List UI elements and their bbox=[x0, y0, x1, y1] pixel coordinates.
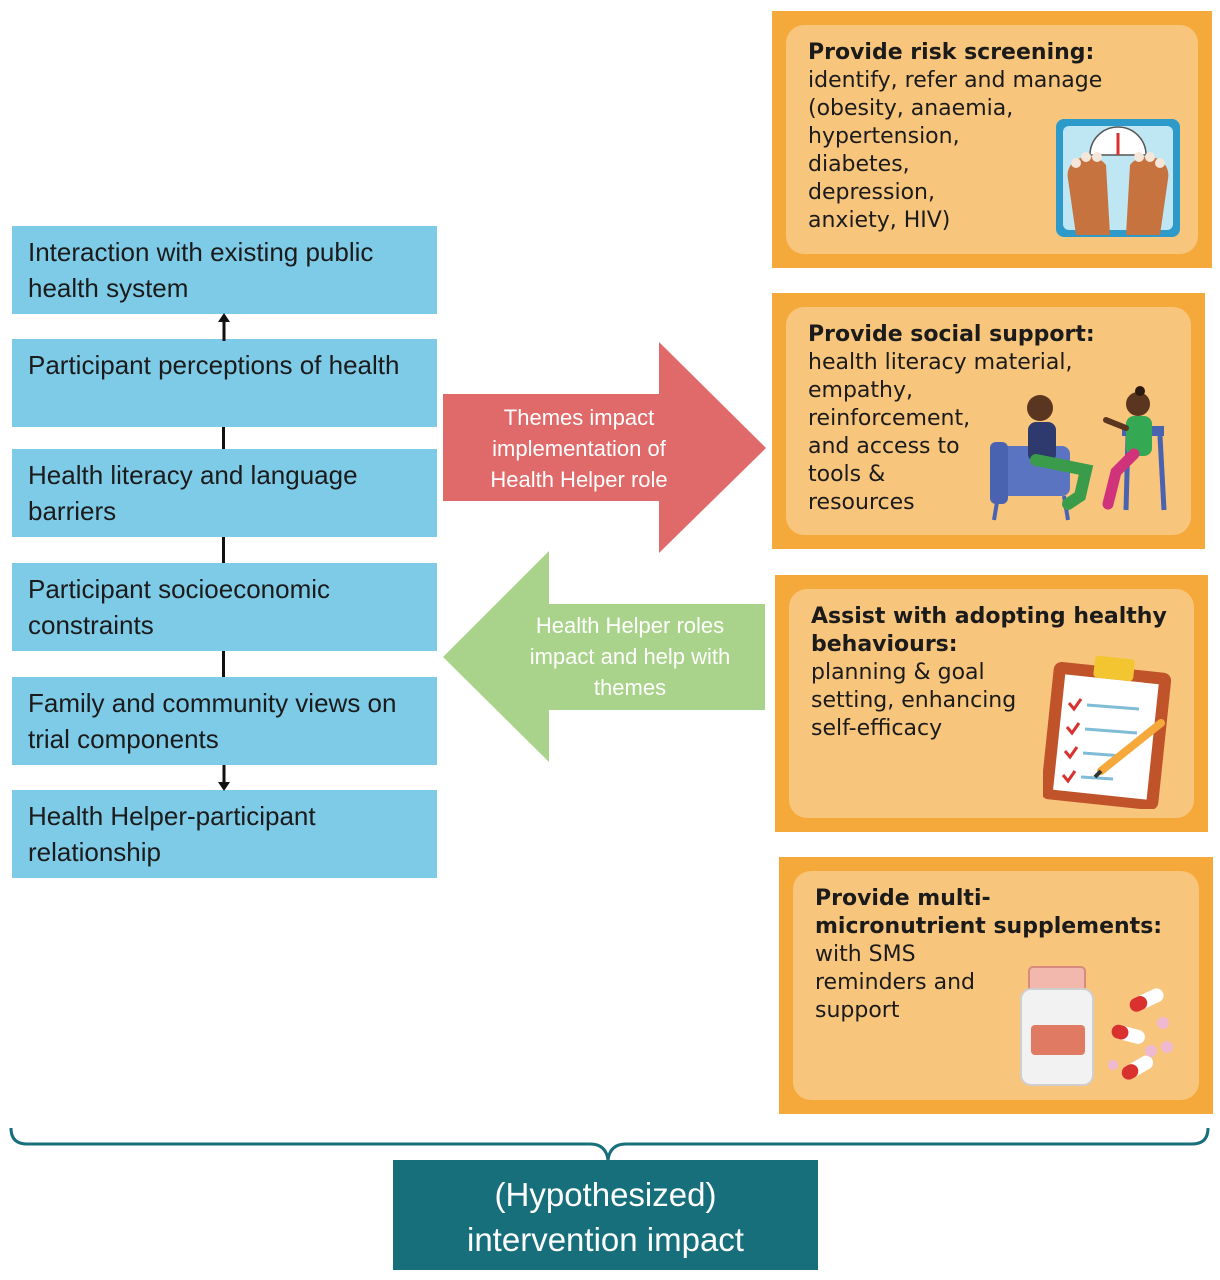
forward-arrow bbox=[443, 342, 766, 553]
role-description: identify, refer and manage (obesity, ana… bbox=[808, 68, 1103, 233]
intervention-impact-label: (Hypothesized) intervention impact bbox=[467, 1176, 744, 1258]
role-card-inner: Provide risk screening: identify, refer … bbox=[786, 25, 1198, 254]
role-card-social-support: Provide social support: health literacy … bbox=[772, 293, 1205, 549]
theme-box-public-health-system: Interaction with existing public health … bbox=[12, 226, 437, 314]
role-title: Provide multi- micronutrient supplements… bbox=[815, 886, 1163, 939]
pill-bottle-icon bbox=[1020, 966, 1173, 1086]
intervention-impact-box: (Hypothesized) intervention impact bbox=[393, 1160, 818, 1270]
role-card-inner: Provide social support: health literacy … bbox=[786, 307, 1191, 535]
role-title: Provide social support: bbox=[808, 322, 1095, 347]
theme-box-perceptions-of-health: Participant perceptions of health bbox=[12, 339, 437, 427]
theme-label: Participant socioeconomic constraints bbox=[28, 574, 331, 640]
role-title: Assist with adopting healthy behaviours: bbox=[811, 604, 1167, 657]
role-card-inner: Provide multi- micronutrient supplements… bbox=[793, 871, 1199, 1100]
two-people-talking-icon bbox=[990, 386, 1167, 521]
connector-arrow-down bbox=[218, 765, 230, 791]
theme-box-health-literacy: Health literacy and language barriers bbox=[12, 449, 437, 537]
role-title: Provide risk screening: bbox=[808, 40, 1095, 65]
theme-box-socioeconomic-constraints: Participant socioeconomic constraints bbox=[12, 563, 437, 651]
theme-label: Family and community views on trial comp… bbox=[28, 688, 397, 754]
role-card-healthy-behaviours: Assist with adopting healthy behaviours:… bbox=[775, 575, 1208, 832]
theme-box-helper-participant-relationship: Health Helper-participant relationship bbox=[12, 790, 437, 878]
connector-line bbox=[222, 651, 225, 677]
role-card-micronutrient-supplements: Provide multi- micronutrient supplements… bbox=[779, 857, 1213, 1114]
theme-label: Health Helper-participant relationship bbox=[28, 801, 316, 867]
forward-arrow-label: Themes impact implementation of Health H… bbox=[490, 405, 668, 492]
connector-arrow-up bbox=[218, 313, 230, 341]
theme-box-family-community-views: Family and community views on trial comp… bbox=[12, 677, 437, 765]
role-description: health literacy material, empathy, reinf… bbox=[808, 350, 1073, 515]
theme-label: Participant perceptions of health bbox=[28, 350, 400, 380]
theme-label: Interaction with existing public health … bbox=[28, 237, 374, 303]
theme-label: Health literacy and language barriers bbox=[28, 460, 358, 526]
connector-line bbox=[222, 427, 225, 449]
role-description: with SMS reminders and support bbox=[815, 942, 975, 1023]
weighing-scale-icon bbox=[1056, 119, 1180, 237]
clipboard-checklist-icon bbox=[1043, 655, 1172, 809]
backward-arrow-label: Health Helper roles impact and help with… bbox=[529, 613, 731, 700]
backward-arrow bbox=[443, 551, 765, 762]
bottom-brace bbox=[9, 1127, 1210, 1161]
role-card-risk-screening: Provide risk screening: identify, refer … bbox=[772, 11, 1212, 268]
role-description: planning & goal setting, enhancing self-… bbox=[811, 660, 1017, 741]
role-card-inner: Assist with adopting healthy behaviours:… bbox=[789, 589, 1194, 818]
connector-line bbox=[222, 537, 225, 563]
